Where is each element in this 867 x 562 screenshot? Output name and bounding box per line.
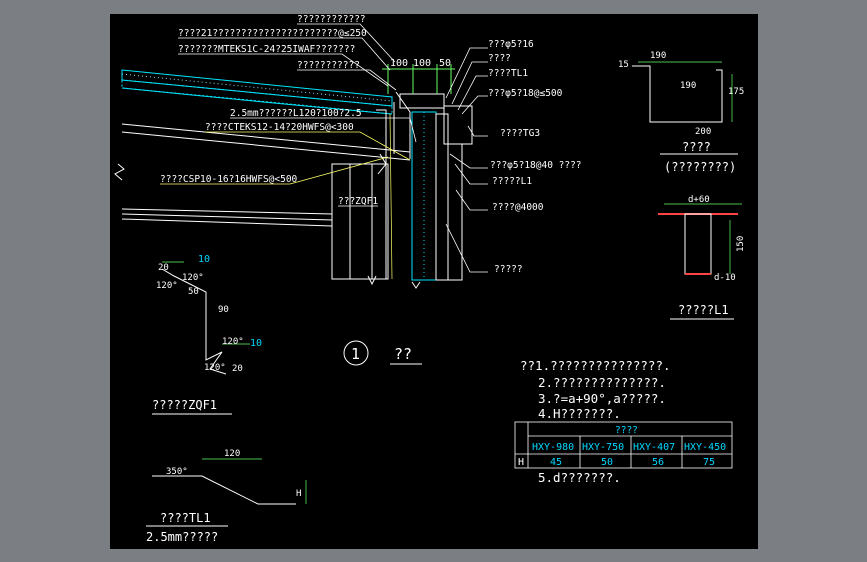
l1-detail — [658, 203, 742, 275]
tl1-dim-h: H — [296, 489, 301, 499]
label-r7: ?????L1 — [492, 176, 532, 187]
l1-caption: ?????L1 — [678, 303, 729, 317]
tg3-caption2: (????????) — [664, 160, 736, 174]
zqf1-dim-120d: 120° — [204, 363, 226, 373]
dim-top-1: 100 — [390, 58, 408, 69]
tg3-caption: ???? — [682, 140, 711, 154]
table-val-1: 45 — [550, 457, 562, 468]
zqf1-dim-90: 90 — [218, 305, 229, 315]
label-e: 2.5mm??????L120?100?2.5 — [230, 108, 362, 119]
note-1: ??1.???????????????. — [520, 358, 671, 373]
table-col-1: HXY-980 — [532, 442, 574, 453]
zqf1-dim-120c: 120° — [222, 337, 244, 347]
tl1-dim-120: 120 — [224, 449, 240, 459]
label-r2: ???? — [488, 53, 511, 64]
note-4: 4.H???????. — [538, 406, 621, 421]
label-f: ????CTEKS12-14?20HWFS@<300 — [205, 122, 354, 133]
l1-dim-d60: d+60 — [688, 195, 710, 205]
cad-drawing: 100 100 50 ???????????? ????21??????????… — [114, 14, 746, 544]
tg3-detail — [632, 61, 733, 123]
note-3: 3.?=a+90°,a?????. — [538, 391, 666, 406]
label-b: ????21??????????????????????@≤250 — [178, 28, 367, 39]
table-val-2: 50 — [601, 457, 613, 468]
tl1-detail — [152, 458, 307, 505]
label-r9: ????? — [494, 264, 523, 275]
zqf1-dim-10b: 10 — [250, 338, 262, 349]
tl1-caption: ????TL1 — [160, 511, 211, 525]
label-r4: ???φ5?18@≤500 — [488, 88, 563, 99]
label-r1: ???φ5?16 — [488, 39, 534, 50]
zqf1-dim-20b: 20 — [232, 364, 243, 374]
zqf1-dim-120b: 120° — [156, 281, 178, 291]
note-2: 2.??????????????. — [538, 375, 666, 390]
tl1-caption2: 2.5mm????? — [146, 530, 218, 544]
section-title: ?? — [394, 345, 412, 363]
label-top: ???????????? — [297, 14, 366, 25]
label-g: ????CSP10-16?16HWFS@<500 — [160, 174, 298, 185]
label-c: ???????MTEKS1C-24?25IWAF??????? — [178, 44, 355, 55]
right-leaders — [445, 47, 488, 273]
tg3-dim-190b: 190 — [680, 81, 696, 91]
zqf1-caption: ?????ZQF1 — [152, 398, 217, 412]
tl1-dim-350: 350° — [166, 467, 188, 477]
tg3-dim-200: 200 — [695, 127, 711, 137]
h-table — [514, 421, 733, 469]
left-leaders — [160, 23, 417, 185]
label-r8: ????@4000 — [492, 202, 544, 213]
table-col-3: HXY-407 — [633, 442, 675, 453]
tg3-dim-15: 15 — [618, 60, 629, 70]
zqf1-dim-10a: 10 — [198, 254, 210, 265]
zqf1-dim-120a: 120° — [182, 273, 204, 283]
table-col-4: HXY-450 — [684, 442, 726, 453]
table-header: ???? — [615, 425, 638, 436]
dim-top-3: 50 — [439, 58, 451, 69]
table-col-2: HXY-750 — [582, 442, 624, 453]
note-5: 5.d???????. — [538, 470, 621, 485]
label-r3: ????TL1 — [488, 68, 528, 79]
label-d: ??????????? — [297, 60, 360, 71]
top-dimensions: 100 100 50 — [382, 58, 455, 94]
tg3-dim-175: 175 — [728, 87, 744, 97]
table-val-3: 56 — [652, 457, 664, 468]
label-r6: ???φ5?18@40 ???? — [490, 160, 582, 171]
zqf1-dim-50: 50 — [188, 287, 199, 297]
section-circle — [343, 340, 369, 366]
table-val-4: 75 — [703, 457, 715, 468]
drawing-canvas: 100 100 50 ???????????? ????21??????????… — [110, 14, 758, 549]
label-r5: ????TG3 — [500, 128, 540, 139]
l1-dim-d10: d-10 — [714, 273, 736, 283]
section-number: 1 — [351, 345, 360, 363]
label-zqf1: ???ZQF1 — [338, 196, 378, 207]
zqf1-detail — [161, 261, 250, 375]
table-row-label: H — [518, 457, 524, 468]
roof-section — [114, 69, 473, 289]
tg3-dim-190a: 190 — [650, 51, 666, 61]
l1-dim-150: 150 — [736, 236, 746, 252]
dim-top-2: 100 — [413, 58, 431, 69]
zqf1-dim-20a: 20 — [158, 263, 169, 273]
